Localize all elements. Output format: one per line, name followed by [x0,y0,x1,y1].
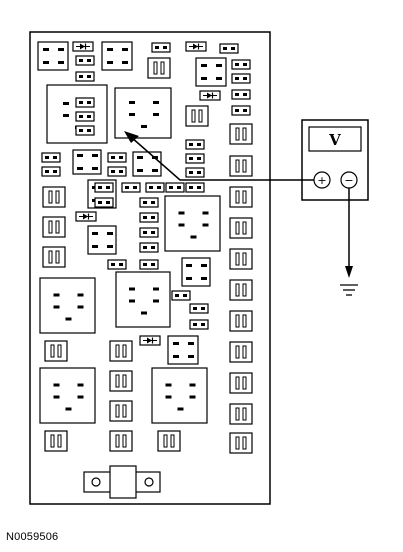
cartridge-fuse [229,123,253,145]
mini-fuse [107,259,127,270]
mini-fuse [231,59,251,70]
mini-fuse [185,153,205,164]
mini-relay [132,151,162,177]
relay [39,277,96,334]
mini-fuse [139,197,159,208]
ground-lead-arrowhead [345,266,353,278]
cartridge-fuse [229,279,253,301]
diode [72,41,94,52]
mini-fuse [219,43,239,54]
mini-fuse [231,73,251,84]
figure-id: N0059506 [6,531,59,543]
mini-fuse [107,166,127,177]
mini-relay [37,41,69,71]
cartridge-fuse [42,186,66,208]
cartridge-fuse [147,57,171,79]
mini-relay [87,225,117,255]
cartridge-fuse [229,372,253,394]
relay [115,271,171,328]
cartridge-fuse [185,105,209,127]
mini-fuse [231,89,251,100]
mini-fuse [94,197,114,208]
cartridge-fuse [42,216,66,238]
mini-fuse [145,182,165,193]
mini-fuse [94,182,114,193]
mini-fuse [151,42,171,53]
negative-terminal-sign: − [344,174,353,187]
cartridge-fuse [229,248,253,270]
ground-symbol [340,284,358,296]
cartridge-fuse [229,403,253,425]
voltmeter-display-label: V [328,131,341,149]
mini-relay [72,149,102,175]
mini-fuse [41,152,61,163]
mini-fuse [139,227,159,238]
cartridge-fuse [229,341,253,363]
relay [164,195,221,252]
diode [139,335,161,346]
mini-fuse [139,212,159,223]
diode [75,211,97,222]
mini-relay [181,257,211,287]
mini-fuse [189,319,209,330]
mini-fuse [107,152,127,163]
mini-fuse [41,166,61,177]
voltmeter: V + − [301,119,369,201]
mini-relay [167,335,199,365]
relay [39,367,96,424]
cartridge-fuse [229,186,253,208]
mini-fuse [185,167,205,178]
mini-fuse [75,97,95,108]
mini-fuse [171,290,191,301]
mini-fuse [189,303,209,314]
mini-fuse [75,71,95,82]
cartridge-fuse [229,310,253,332]
fuse-relay-components [37,41,253,499]
relay [114,87,172,139]
cartridge-fuse [229,155,253,177]
mini-fuse [231,105,251,116]
cartridge-fuse [109,370,133,392]
mini-fuse [75,111,95,122]
cartridge-fuse [109,340,133,362]
cartridge-fuse [44,340,68,362]
cartridge-fuse [109,430,133,452]
mega-fuse [83,465,161,499]
diode [185,41,207,52]
cartridge-fuse [229,217,253,239]
mini-relay [101,41,133,71]
positive-terminal-sign: + [317,174,326,187]
mini-fuse [185,182,205,193]
cartridge-fuse [157,430,181,452]
mini-fuse [165,182,185,193]
cartridge-fuse [229,432,253,454]
probe-arrowhead [124,131,139,143]
mini-fuse [75,125,95,136]
mini-fuse [185,139,205,150]
cartridge-fuse [42,246,66,268]
voltmeter-display [308,126,362,152]
mini-fuse [121,182,141,193]
mini-fuse [139,242,159,253]
cartridge-fuse [44,430,68,452]
diode [199,90,221,101]
mini-fuse [75,55,95,66]
relay [151,367,208,424]
mini-fuse [139,259,159,270]
cartridge-fuse [109,400,133,422]
positive-test-lead [130,136,314,181]
mini-relay [195,57,227,87]
